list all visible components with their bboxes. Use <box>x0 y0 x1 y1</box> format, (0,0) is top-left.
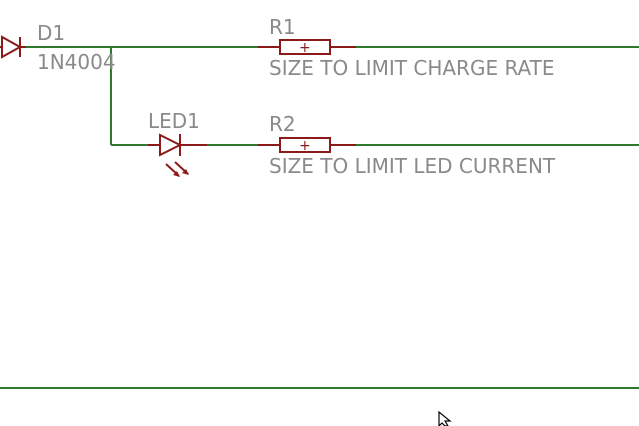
diode-d1[interactable]: D1 1N4004 <box>0 21 116 74</box>
led-led1-body-icon <box>159 133 183 157</box>
resistor-r1-note: SIZE TO LIMIT CHARGE RATE <box>269 56 555 80</box>
diode-d1-value: 1N4004 <box>37 50 116 74</box>
resistor-r1[interactable]: + R1 SIZE TO LIMIT CHARGE RATE <box>258 15 555 80</box>
diode-d1-ref: D1 <box>37 21 65 45</box>
resistor-r2-symbol: + <box>299 138 311 154</box>
mouse-pointer-icon <box>438 410 452 426</box>
resistor-r1-ref: R1 <box>269 15 296 39</box>
led-led1[interactable]: LED1 <box>148 109 207 177</box>
resistor-r1-symbol: + <box>299 40 311 56</box>
led-led1-ref: LED1 <box>148 109 200 133</box>
resistor-r2[interactable]: + R2 SIZE TO LIMIT LED CURRENT <box>258 112 556 178</box>
diode-d1-body-icon <box>1 35 23 59</box>
wires <box>0 46 639 389</box>
resistor-r2-ref: R2 <box>269 112 296 136</box>
led-light-arrows-icon <box>165 161 189 177</box>
resistor-r2-note: SIZE TO LIMIT LED CURRENT <box>269 154 556 178</box>
